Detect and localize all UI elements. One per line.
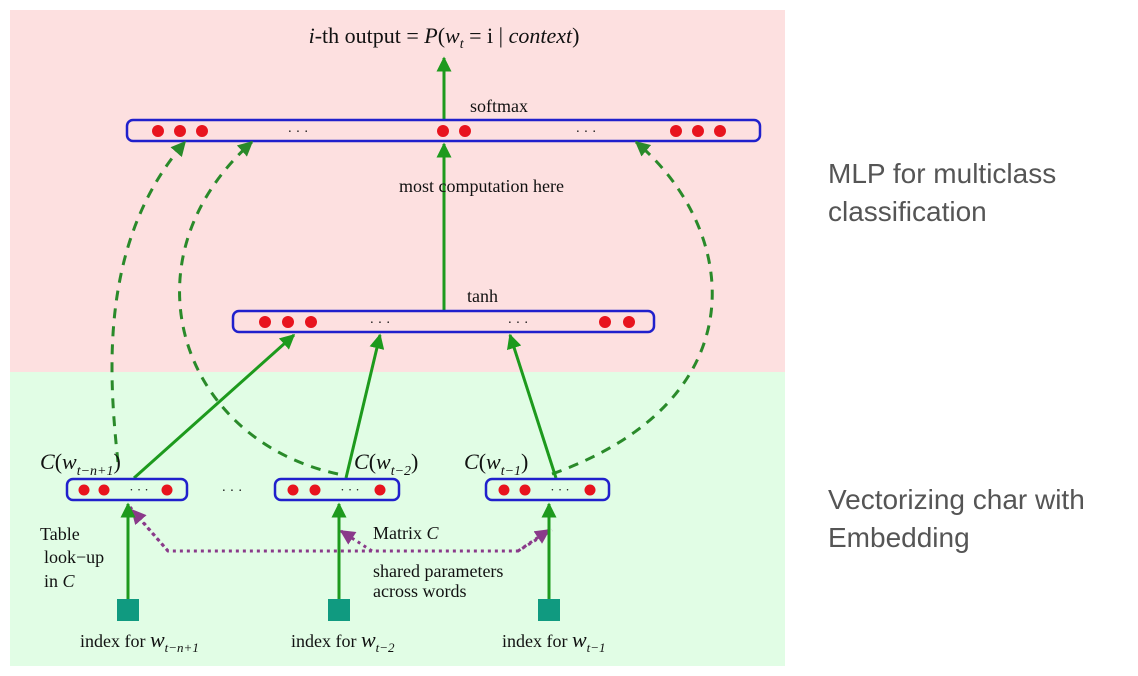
neuron <box>174 125 186 137</box>
tanh-ellipsis-1: · · · <box>370 316 391 331</box>
embedding-label-3: C(wt−1) <box>464 449 528 479</box>
embedding-box-2: · · · <box>273 477 401 502</box>
mlp-region <box>10 10 785 372</box>
neuron <box>437 125 449 137</box>
tanh-neurons <box>259 316 635 328</box>
solid-arrow <box>133 333 296 480</box>
index-inputs <box>117 502 560 621</box>
tanh-layer <box>231 309 656 334</box>
softmax-ellipsis-2: · · · <box>576 125 597 140</box>
index-square <box>117 599 139 621</box>
index-square <box>328 599 350 621</box>
dashed-arrow <box>110 140 187 463</box>
neuron <box>599 316 611 328</box>
softmax-ellipsis-1: · · · <box>288 125 309 140</box>
neuron <box>498 484 510 496</box>
shared-arrow-middle <box>339 529 373 553</box>
tanh-label: tanh <box>467 286 498 306</box>
embedding-to-hidden <box>133 333 558 480</box>
neuron <box>78 484 90 496</box>
neuron <box>692 125 704 137</box>
shared-arrow-left <box>130 508 170 552</box>
neuron <box>374 484 386 496</box>
softmax-layer <box>125 118 762 143</box>
neuron <box>714 125 726 137</box>
softmax-neurons <box>152 125 726 137</box>
neuron <box>98 484 110 496</box>
shared-parameter-links <box>128 506 553 553</box>
index-label-2: index for wt−2 <box>291 627 395 655</box>
direct-connections <box>110 140 714 476</box>
table-lookup-label: Table look−up in C <box>40 524 109 591</box>
computation-label: most computation here <box>399 176 564 196</box>
solid-arrow <box>506 333 558 479</box>
index-label-3: index for wt−1 <box>502 627 606 655</box>
embedding-ellipsis: · · · <box>340 482 360 497</box>
tanh-ellipsis-2: · · · <box>508 316 529 331</box>
dashed-arrow <box>551 140 714 476</box>
neuron <box>459 125 471 137</box>
between-embeddings-ellipsis: · · · <box>222 484 243 499</box>
neuron <box>161 484 173 496</box>
neuron <box>309 484 321 496</box>
embedding-label-1: C(wt−n+1) <box>40 449 121 479</box>
index-label-1: index for wt−n+1 <box>80 627 199 655</box>
dashed-arrow <box>178 140 339 476</box>
neuron <box>196 125 208 137</box>
neuron <box>282 316 294 328</box>
embedding-ellipsis: · · · <box>550 482 570 497</box>
embedding-ellipsis: · · · <box>129 482 149 497</box>
neuron <box>259 316 271 328</box>
embedding-label-2: C(wt−2) <box>354 449 418 479</box>
neuron <box>287 484 299 496</box>
index-square <box>538 599 560 621</box>
neuron <box>623 316 635 328</box>
shared-parameters-label: shared parameters across words <box>373 561 508 601</box>
neuron <box>152 125 164 137</box>
embedding-box-3: · · · <box>484 477 611 502</box>
neuron <box>670 125 682 137</box>
neuron <box>305 316 317 328</box>
solid-arrow <box>344 333 385 479</box>
mlp-note: MLP for multiclass classification <box>828 158 1057 227</box>
output-label: i-th output = P(wt = i | context) <box>309 23 580 52</box>
softmax-label: softmax <box>470 96 528 116</box>
embedding-box-1: · · · <box>65 477 189 502</box>
neuron <box>584 484 596 496</box>
embedding-region <box>10 372 785 666</box>
embedding-note: Vectorizing char with Embedding <box>828 484 1085 553</box>
matrix-label: Matrix C <box>373 523 440 543</box>
neuron <box>519 484 531 496</box>
